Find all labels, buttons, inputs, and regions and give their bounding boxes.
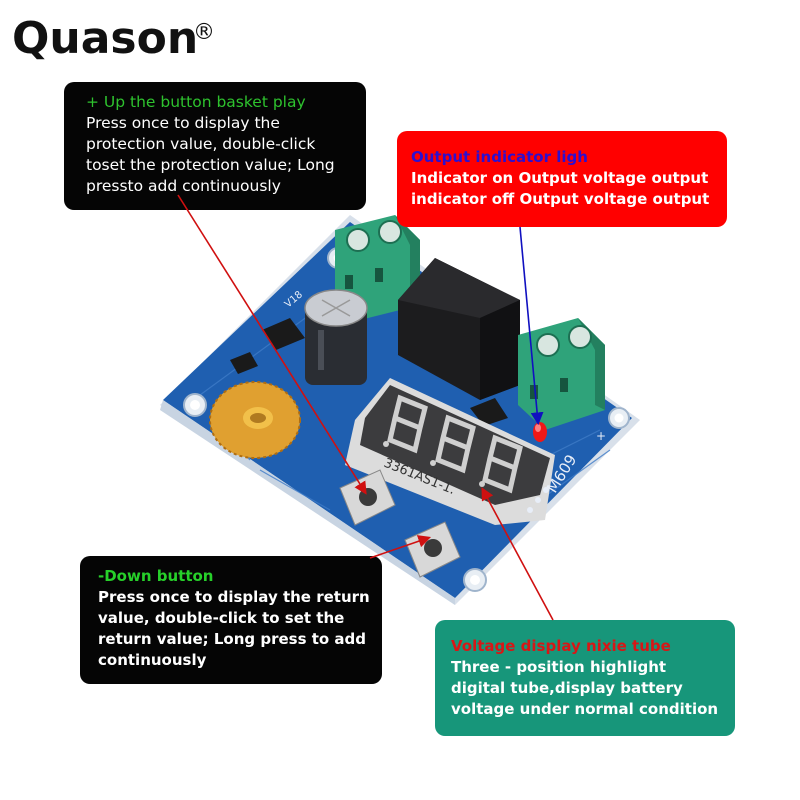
callout-line: digital tube,display battery [451, 679, 683, 697]
electrolytic-capacitor [304, 289, 368, 385]
callout-line: pressto add continuously [86, 177, 281, 195]
callout-line: protection value, double-click [86, 135, 316, 153]
callout-line: value, double-click to set the [98, 609, 345, 627]
callout-line: toset the protection value; Long [86, 156, 335, 174]
callout-line: Press once to display the [86, 114, 280, 132]
callout-title: Voltage display nixie tube [451, 637, 671, 655]
seven-segment-display: 3361AS1-1. [345, 378, 555, 525]
callout-voltage-display: Voltage display nixie tube Three - posit… [435, 620, 735, 736]
registered-trademark-mark: ® [193, 20, 215, 45]
callout-line: return value; Long press to add [98, 630, 367, 648]
callout-title: + Up the button basket play [86, 93, 306, 111]
callout-title: -Down button [98, 567, 214, 585]
output-terminal-block [518, 318, 605, 430]
callout-line: indicator off Output voltage output [411, 190, 710, 208]
callout-down-button: -Down button Press once to display the r… [80, 556, 382, 684]
brand-logo: Quason [12, 14, 198, 64]
callout-line: Indicator on Output voltage output [411, 169, 709, 187]
callout-line: continuously [98, 651, 207, 669]
callout-title: Output indicator ligh [411, 148, 588, 166]
callout-line: Three - position highlight [451, 658, 667, 676]
callout-output-indicator: Output indicator ligh Indicator on Outpu… [397, 131, 727, 227]
callout-line: Press once to display the return [98, 588, 370, 606]
callout-up-button: + Up the button basket play Press once t… [64, 82, 366, 210]
toroid-inductor [209, 381, 301, 459]
polarity-plus-label: + [596, 429, 606, 443]
output-indicator-led [533, 422, 547, 442]
brand-name: Quason [12, 13, 199, 64]
relay [398, 258, 520, 400]
callout-line: voltage under normal condition [451, 700, 719, 718]
